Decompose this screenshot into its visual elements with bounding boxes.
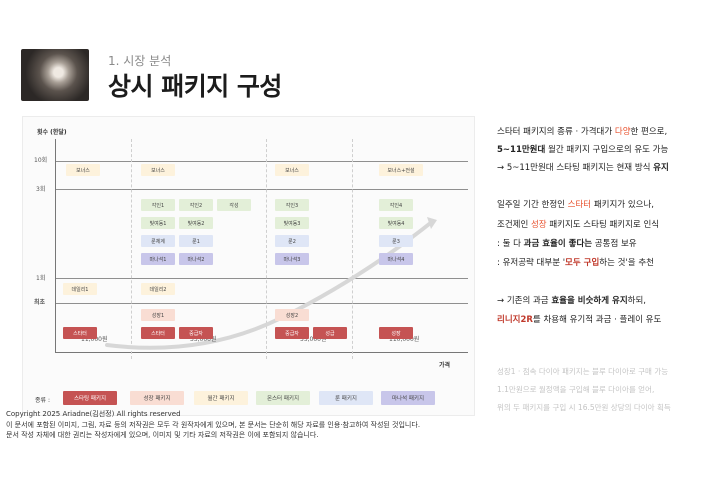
y-tick-10: 10회 xyxy=(34,157,48,164)
legend-item-starting: 스타팅 패키지 xyxy=(63,391,117,405)
x-axis-line xyxy=(55,352,468,353)
y-tick-first: 최초 xyxy=(34,299,46,306)
package-box: 마나석3 xyxy=(275,253,309,265)
legend-item-rune: 룬 패키지 xyxy=(319,391,373,405)
package-box: 각성 xyxy=(217,199,251,211)
gridline-3 xyxy=(55,189,468,190)
x-axis-label: 가격 xyxy=(439,362,451,369)
analysis-line: → 기존의 과금 효율을 비슷하게 유지하되, xyxy=(497,296,646,306)
analysis-line: : 유저공략 대부분 '모두 구입하는 것'을 추천 xyxy=(497,258,654,268)
y-tick-3: 3회 xyxy=(36,186,46,193)
price-divider-1 xyxy=(131,139,132,359)
package-box: 룬3 xyxy=(379,235,413,247)
package-box: 각인4 xyxy=(379,199,413,211)
y-tick-1: 1회 xyxy=(36,275,46,282)
price-divider-2 xyxy=(266,139,267,359)
package-box: 성장2 xyxy=(275,309,309,321)
footer-notice-line-1: 이 문서에 포함된 이미지, 그림, 자료 등의 저작권은 모두 각 원작자에게… xyxy=(6,421,421,429)
package-box: 빛여동2 xyxy=(179,217,213,229)
analysis-line: 조건제인 성장 패키지도 스타팅 패키지로 인식 xyxy=(497,220,660,230)
y-axis-label: 횟수 (한달) xyxy=(37,129,67,136)
analysis-line: : 둘 다 과금 효율이 좋다는 공통점 보유 xyxy=(497,239,637,249)
package-box: 보너스+전설 xyxy=(379,164,423,176)
package-box: 마나석2 xyxy=(179,253,213,265)
note-line: 위의 두 패키지를 구입 시 16.5만원 상당의 다이아 획득 xyxy=(497,403,671,412)
package-box: 각인1 xyxy=(141,199,175,211)
analysis-line: 5~11만원대 월간 패키지 구입으로의 유도 가능 xyxy=(497,145,669,155)
footer-notice-line-2: 문서 작성 자체에 대한 권리는 작성자에게 있으며, 이미지 및 기타 자료의… xyxy=(6,431,319,439)
package-box: 보너스 xyxy=(141,164,175,176)
package-box: 룬2 xyxy=(275,235,309,247)
legend-item-growth: 성장 패키지 xyxy=(130,391,184,405)
package-box: 데일리1 xyxy=(63,283,97,295)
price-divider-3 xyxy=(352,139,353,359)
analysis-line: 일주일 기간 한정인 스타터 패키지가 있으나, xyxy=(497,200,654,210)
package-box: 빛여동1 xyxy=(141,217,175,229)
package-chart: 횟수 (한달) 가격 10회 3회 1회 최초 11,000원 33,000원 … xyxy=(22,116,475,416)
analysis-line: 리니지2R를 차용해 유기적 과금 · 플레이 유도 xyxy=(497,315,662,325)
header-thumbnail-image xyxy=(21,49,89,101)
package-box: 성장 xyxy=(379,327,413,339)
note-line: 성장1 · 점속 다이아 패키지는 블루 다이아로 구매 가능 xyxy=(497,367,669,376)
legend-title: 종류 : xyxy=(35,397,50,404)
x-tick-33000: 33,000원 xyxy=(190,336,217,343)
section-subtitle: 1. 시장 분석 xyxy=(108,54,172,68)
y-axis-line xyxy=(55,139,56,353)
package-box: 중급자 xyxy=(275,327,309,339)
legend-item-monthly: 월간 패키지 xyxy=(194,391,248,405)
gridline-first xyxy=(55,303,468,304)
legend-item-manastone: 마나석 패키지 xyxy=(381,391,435,405)
package-box: 스타터 xyxy=(141,327,175,339)
growth-curve xyxy=(105,217,437,350)
package-box: 데일리2 xyxy=(141,283,175,295)
page-title: 상시 패키지 구성 xyxy=(108,72,282,101)
package-box: 스타터 xyxy=(63,327,97,339)
copyright-text: Copyright 2025 Ariadne(김선정) All rights r… xyxy=(6,410,181,418)
package-box: 각인2 xyxy=(179,199,213,211)
x-tick-55000: 55,000원 xyxy=(300,336,327,343)
legend-item-monster: 몬스터 패키지 xyxy=(256,391,310,405)
gridline-1 xyxy=(55,278,468,279)
note-line: 1.1만원으로 월정액을 구입해 블루 다이아를 얻어, xyxy=(497,385,655,394)
package-box: 마나석4 xyxy=(379,253,413,265)
analysis-line: → 5~11만원대 스타팅 패키지는 현재 방식 유지 xyxy=(497,163,669,173)
package-box: 마나석1 xyxy=(141,253,175,265)
package-box: 빛여동3 xyxy=(275,217,309,229)
package-box: 보너스 xyxy=(275,164,309,176)
package-box: 보너스 xyxy=(66,164,100,176)
analysis-line: 스타터 패키지의 종류 · 가격대가 다양한 편으로, xyxy=(497,127,668,137)
package-box: 룬체계 xyxy=(141,235,175,247)
package-box: 각인3 xyxy=(275,199,309,211)
package-box: 성장1 xyxy=(141,309,175,321)
package-box: 중급자 xyxy=(179,327,213,339)
gridline-10 xyxy=(55,161,468,162)
package-box: 룬1 xyxy=(179,235,213,247)
x-tick-11000: 11,000원 xyxy=(81,336,108,343)
x-tick-110000: 110,000원 xyxy=(389,336,420,343)
package-box: 빛여동4 xyxy=(379,217,413,229)
package-box: 성급 xyxy=(313,327,347,339)
